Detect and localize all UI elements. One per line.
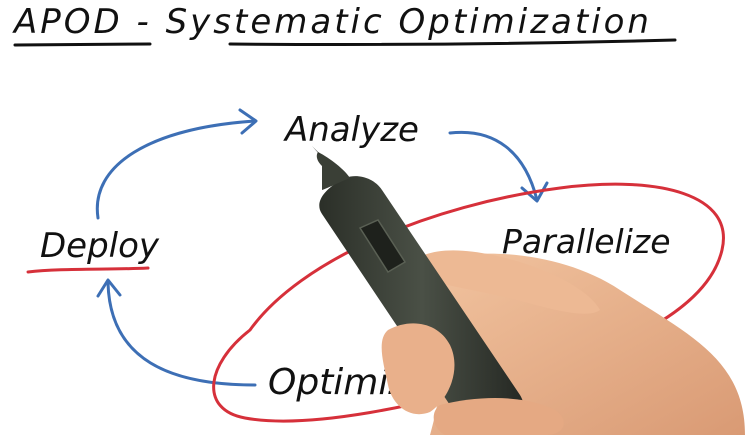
index-finger — [418, 250, 600, 314]
title-underline — [13, 38, 677, 47]
diagram-title: APOD - Systematic Optimization — [14, 2, 652, 42]
highlight-loop — [212, 182, 725, 423]
arrowhead-deploy — [96, 278, 122, 298]
step-analyze: Analyze — [285, 110, 419, 150]
thumb — [381, 323, 455, 415]
step-deploy: Deploy — [40, 226, 160, 266]
arrow-optimize-to-deploy — [106, 281, 257, 387]
middle-finger — [433, 398, 564, 435]
step-parallelize: Parallelize — [502, 222, 671, 261]
deploy-underline — [26, 266, 150, 274]
pen-tip — [316, 152, 350, 190]
pen-button — [358, 219, 407, 274]
arrowhead-analyze — [238, 108, 258, 135]
arrow-analyze-to-parallelize — [448, 130, 539, 202]
arrow-deploy-to-analyze — [95, 119, 257, 220]
